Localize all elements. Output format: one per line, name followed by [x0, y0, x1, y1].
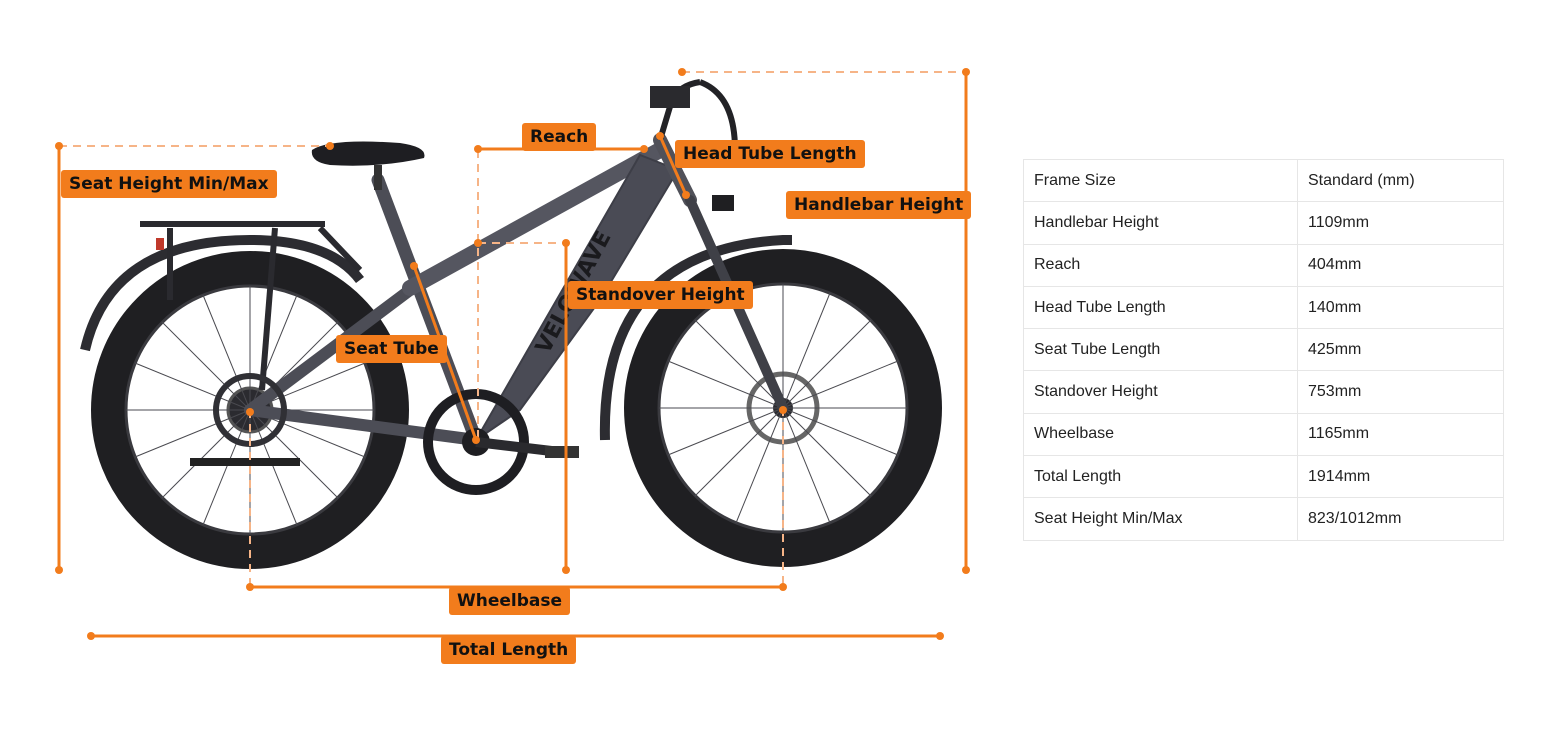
label-seat-height: Seat Height Min/Max: [61, 170, 277, 198]
table-cell-value: Standard (mm): [1297, 158, 1504, 203]
table-cell-value: 140mm: [1297, 285, 1504, 330]
geometry-spec-table: Frame Size Standard (mm) Handlebar Heigh…: [1023, 158, 1504, 541]
table-row: Standover Height 753mm: [1023, 370, 1504, 414]
table-row: Handlebar Height 1109mm: [1023, 201, 1504, 245]
table-cell-label: Head Tube Length: [1023, 285, 1298, 330]
table-row: Frame Size Standard (mm): [1023, 158, 1504, 203]
table-row: Total Length 1914mm: [1023, 455, 1504, 499]
label-seat-tube: Seat Tube: [336, 335, 447, 363]
table-cell-value: 823/1012mm: [1297, 497, 1504, 541]
headlight: [712, 195, 734, 211]
bike-geometry-figure: VELOWAVE: [55, 68, 970, 640]
table-row: Wheelbase 1165mm: [1023, 412, 1504, 457]
label-handlebar-height: Handlebar Height: [786, 191, 972, 219]
table-cell-label: Reach: [1023, 243, 1298, 287]
label-reach: Reach: [522, 123, 597, 151]
label-head-tube-length: Head Tube Length: [675, 140, 865, 168]
saddle: [311, 141, 425, 190]
rear-light: [156, 238, 164, 250]
table-row: Head Tube Length 140mm: [1023, 285, 1504, 330]
table-cell-label: Seat Tube Length: [1023, 328, 1298, 372]
table-cell-label: Wheelbase: [1023, 412, 1298, 457]
label-standover-height: Standover Height: [568, 281, 753, 309]
table-cell-label: Handlebar Height: [1023, 201, 1298, 245]
table-cell-value: 1914mm: [1297, 455, 1504, 499]
table-row: Seat Height Min/Max 823/1012mm: [1023, 497, 1504, 541]
table-row: Seat Tube Length 425mm: [1023, 328, 1504, 372]
handlebar: [650, 79, 738, 151]
rear-fender: [80, 234, 364, 352]
table-cell-label: Seat Height Min/Max: [1023, 497, 1298, 541]
table-cell-value: 425mm: [1297, 328, 1504, 372]
table-row: Reach 404mm: [1023, 243, 1504, 287]
rear-rack: [140, 221, 363, 391]
table-cell-value: 404mm: [1297, 243, 1504, 287]
table-cell-label: Total Length: [1023, 455, 1298, 499]
table-cell-value: 1109mm: [1297, 201, 1504, 245]
table-cell-label: Standover Height: [1023, 370, 1298, 414]
label-wheelbase: Wheelbase: [449, 587, 571, 615]
table-cell-label: Frame Size: [1023, 158, 1298, 203]
table-cell-value: 1165mm: [1297, 412, 1504, 457]
label-total-length: Total Length: [441, 636, 577, 664]
table-cell-value: 753mm: [1297, 370, 1504, 414]
front-fender: [599, 235, 792, 441]
